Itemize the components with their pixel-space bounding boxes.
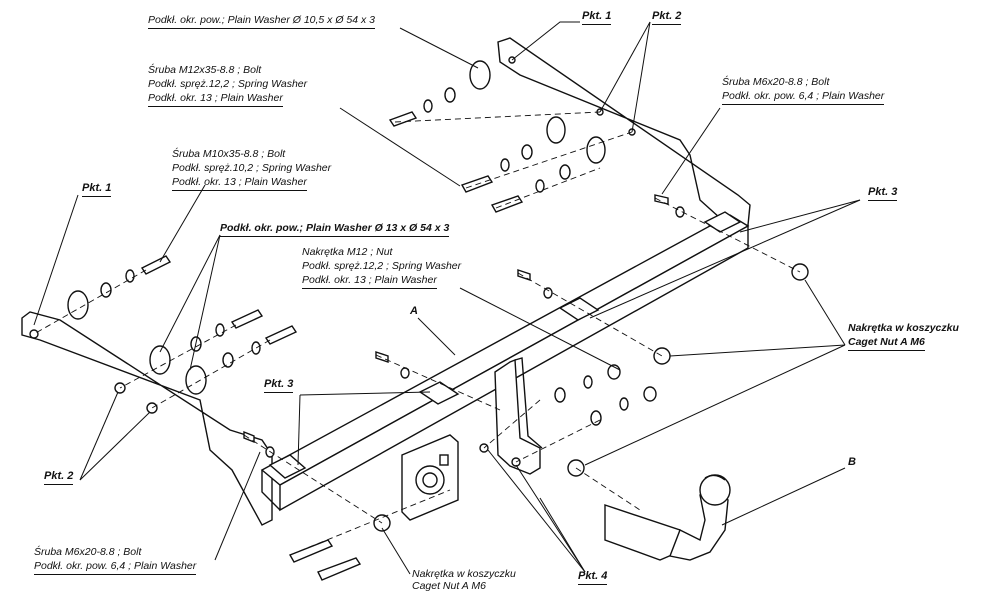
left-side-bracket — [21, 311, 273, 526]
label-pkt1-top: Pkt. 1 — [582, 10, 612, 25]
label-bolt-m10-3: Podkł. okr. 13 ; Plain Washer — [172, 176, 307, 191]
leader-lines — [33, 21, 861, 575]
label-pkt3-left: Pkt. 3 — [264, 378, 294, 393]
beam-clamps — [268, 211, 742, 479]
center-drop-bracket — [479, 357, 543, 475]
label-bolt-m6-right-2: Podkł. okr. pow. 6,4 ; Plain Washer — [722, 90, 885, 105]
socket-plate — [401, 434, 459, 521]
label-bolt-m6-left-2: Podkł. okr. pow. 6,4 ; Plain Washer — [34, 560, 197, 575]
label-bolt-m6-right-1: Śruba M6x20-8.8 ; Bolt — [722, 76, 830, 88]
label-bolt-m12-1: Śruba M12x35-8.8 ; Bolt — [148, 64, 262, 76]
right-side-bracket — [497, 37, 751, 233]
label-caged-nut-right-2: Caget Nut A M6 — [848, 336, 925, 351]
label-a: A — [410, 305, 418, 317]
label-plain-washer-13: Podkł. okr. pow.; Plain Washer Ø 13 x Ø … — [220, 222, 450, 237]
assembly-lines — [33, 111, 801, 556]
label-pkt3-right: Pkt. 3 — [868, 186, 898, 201]
label-pkt4: Pkt. 4 — [578, 570, 608, 585]
label-bolt-m12-2: Podkł. spręż.12,2 ; Spring Washer — [148, 78, 308, 90]
label-caged-nut-right-1: Nakrętka w koszyczku — [848, 322, 959, 334]
label-bolt-m10-1: Śruba M10x35-8.8 ; Bolt — [172, 148, 286, 160]
label-pkt1-left: Pkt. 1 — [82, 182, 112, 197]
label-plain-washer-10-5: Podkł. okr. pow.; Plain Washer Ø 10,5 x … — [148, 14, 376, 29]
label-bolt-m12-3: Podkł. okr. 13 ; Plain Washer — [148, 92, 283, 107]
label-bolt-m10-2: Podkł. spręż.10,2 ; Spring Washer — [172, 162, 332, 174]
label-nut-m12-1: Nakrętka M12 ; Nut — [302, 246, 393, 258]
label-nut-m12-3: Podkł. okr. 13 ; Plain Washer — [302, 274, 437, 289]
label-bolt-m6-left-1: Śruba M6x20-8.8 ; Bolt — [34, 546, 142, 558]
label-nut-m12-2: Podkł. spręż.12,2 ; Spring Washer — [302, 260, 462, 272]
label-caged-nut-bottom-2: Caget Nut A M6 — [412, 580, 486, 592]
label-b: B — [848, 456, 856, 468]
tow-ball-hook — [604, 474, 731, 561]
label-pkt2-left: Pkt. 2 — [44, 470, 74, 485]
label-pkt2-top: Pkt. 2 — [652, 10, 682, 25]
label-caged-nut-bottom-1: Nakrętka w koszyczku — [412, 568, 516, 580]
